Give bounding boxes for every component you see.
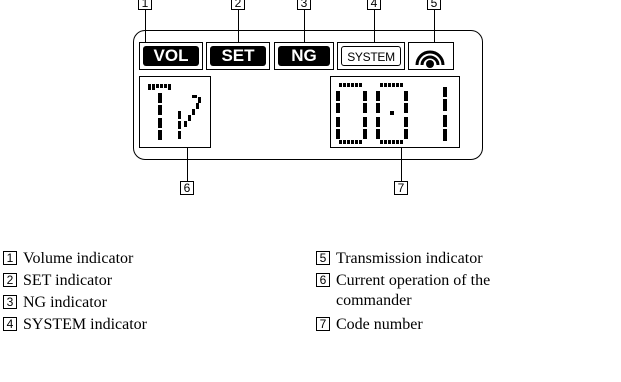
callout-line-4 bbox=[374, 10, 375, 42]
transmission-indicator bbox=[408, 42, 454, 70]
legend-text: Code number bbox=[336, 316, 423, 333]
vol-indicator: VOL bbox=[139, 42, 203, 70]
legend-text: Current operation of the bbox=[336, 272, 491, 289]
callout-1: 1 bbox=[138, 0, 152, 10]
system-indicator: SYSTEM bbox=[337, 42, 405, 70]
callout-line-6 bbox=[187, 148, 188, 181]
legend-text: SET indicator bbox=[23, 272, 113, 289]
legend-text-continued: commander bbox=[336, 292, 412, 309]
legend-text: Volume indicator bbox=[23, 250, 134, 267]
callout-2: 2 bbox=[231, 0, 245, 10]
callout-line-3 bbox=[304, 10, 305, 42]
legend-text: SYSTEM indicator bbox=[23, 316, 147, 333]
segment-digits-001 bbox=[336, 83, 447, 144]
transmission-arcs-icon bbox=[415, 50, 445, 68]
current-operation-segment: TV bbox=[139, 76, 211, 148]
legend-text: Transmission indicator bbox=[336, 250, 483, 267]
callout-6: 6 bbox=[180, 181, 194, 195]
callout-line-5 bbox=[434, 10, 435, 42]
callout-4: 4 bbox=[367, 0, 381, 10]
lcd-display bbox=[133, 30, 483, 160]
set-indicator: SET bbox=[206, 42, 270, 70]
ng-indicator: NG bbox=[274, 42, 334, 70]
segment-digits-tv bbox=[148, 84, 201, 140]
callout-line-7 bbox=[401, 148, 402, 181]
callout-3: 3 bbox=[297, 0, 311, 10]
callout-7: 7 bbox=[394, 181, 408, 195]
legend-text: NG indicator bbox=[23, 294, 107, 311]
callout-5: 5 bbox=[427, 0, 441, 10]
code-number-segment: 001 bbox=[330, 76, 460, 148]
callout-line-1 bbox=[145, 10, 146, 42]
callout-line-2 bbox=[238, 10, 239, 42]
